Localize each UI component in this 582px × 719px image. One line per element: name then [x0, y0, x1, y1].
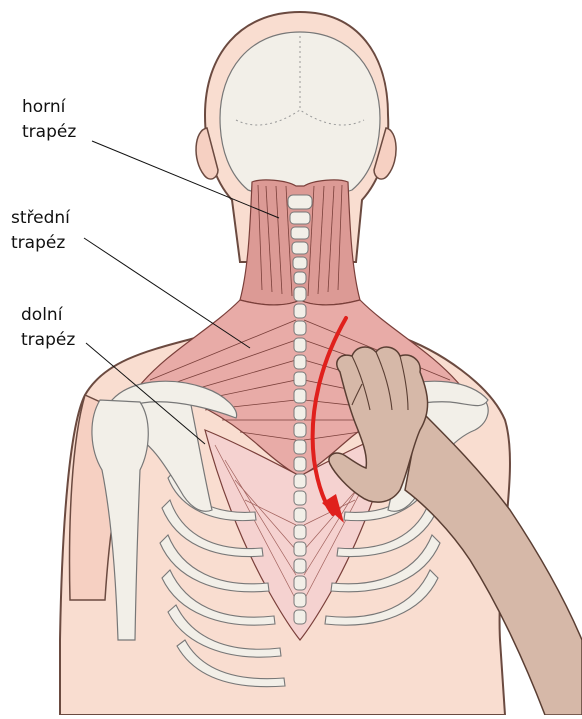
- label-lower-trapezius: dolní trapéz: [21, 303, 75, 353]
- label-lower-line2: trapéz: [21, 328, 75, 353]
- label-middle-line1: střední: [11, 206, 70, 231]
- label-upper-line1: horní: [22, 95, 76, 120]
- label-middle-trapezius: střední trapéz: [11, 206, 70, 256]
- label-middle-line2: trapéz: [11, 231, 70, 256]
- label-upper-line2: trapéz: [22, 120, 76, 145]
- label-upper-trapezius: horní trapéz: [22, 95, 76, 145]
- leader-line-middle: [84, 238, 250, 348]
- label-lower-line1: dolní: [21, 303, 75, 328]
